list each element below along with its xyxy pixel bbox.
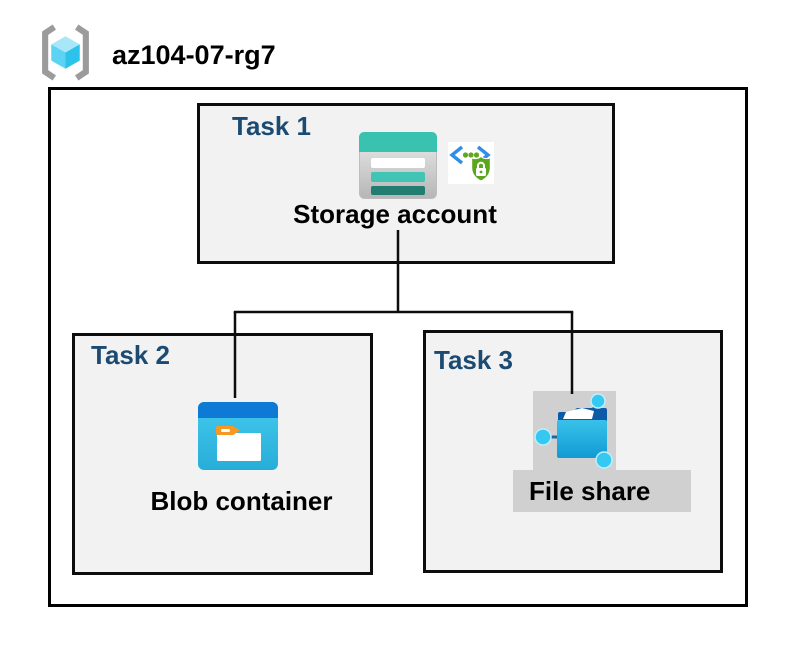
task2-label: Task 2 [91, 340, 171, 370]
task1-label: Task 1 [232, 111, 312, 141]
blob-container-icon [198, 402, 278, 470]
task3-box: Task 3 File share [423, 330, 723, 573]
resource-group-header: az104-07-rg7 [0, 0, 788, 88]
storage-account-icon [359, 132, 437, 199]
file-share-icon [534, 393, 613, 469]
file-share-label-background: File share [513, 470, 691, 512]
task2-box: Task 2 Blob container [72, 333, 373, 575]
file-share-icon-background [533, 391, 616, 470]
secure-access-badge-icon [448, 142, 494, 184]
resource-group-icon [42, 24, 89, 81]
task1-box: Task 1 Storage account [197, 103, 615, 264]
file-share-label: File share [529, 475, 651, 506]
resource-group-name: az104-07-rg7 [112, 40, 276, 70]
blob-container-label: Blob container [150, 486, 333, 516]
storage-account-label: Storage account [293, 199, 497, 229]
task3-label: Task 3 [434, 345, 514, 375]
